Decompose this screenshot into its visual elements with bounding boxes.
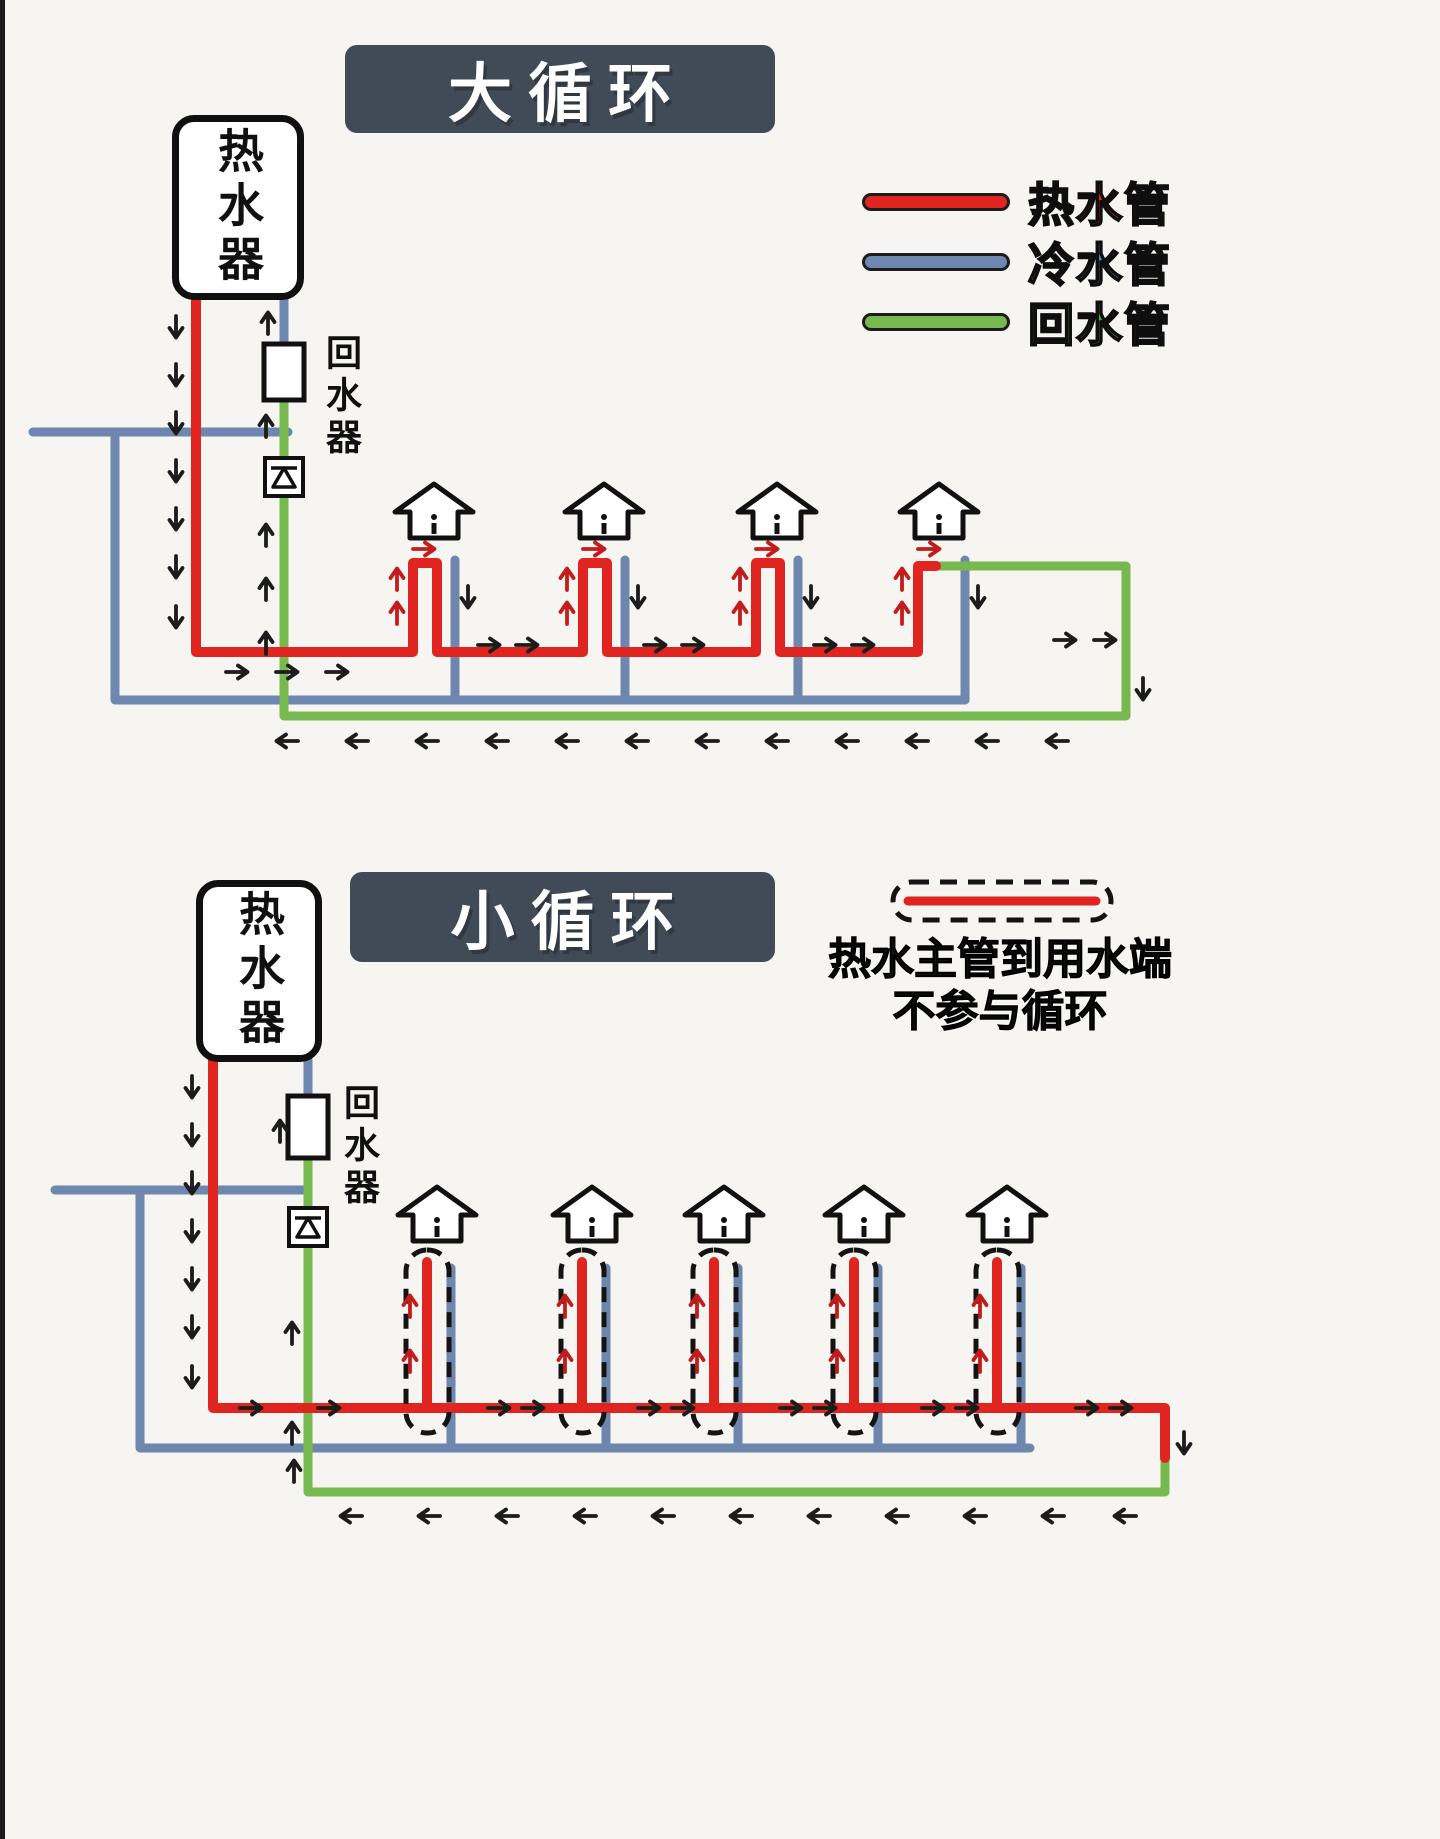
note-line-1: 热水主管到用水端 xyxy=(828,934,1173,985)
faucet-icon xyxy=(395,484,473,538)
note-line-2: 不参与循环 xyxy=(892,987,1108,1038)
return-water-device-bottom xyxy=(285,1093,331,1161)
non-circulating-branch-outlines xyxy=(403,1247,1022,1436)
flow-arrows-bottom xyxy=(183,1074,1193,1525)
legend: 热水管 冷水管 回水管 xyxy=(862,177,1172,353)
cold-pipe-swatch-icon xyxy=(862,253,1010,271)
flow-arrows-bottom-hot xyxy=(401,1293,989,1374)
faucet-icons-top xyxy=(395,484,978,538)
return-water-pipe-bottom xyxy=(303,1153,1170,1497)
return-water-device-top xyxy=(261,341,307,403)
legend-item-cold: 冷水管 xyxy=(862,237,1172,293)
faucet-icon xyxy=(685,1187,763,1241)
water-heater-bottom: 热水器 xyxy=(196,880,322,1062)
title-small-circulation: 小循环 xyxy=(350,872,775,962)
flow-arrows-top xyxy=(167,310,1152,750)
faucet-icon xyxy=(968,1187,1046,1241)
faucet-icon xyxy=(553,1187,631,1241)
water-heater-label-top: 热水器 xyxy=(211,126,265,289)
legend-label-hot: 热水管 xyxy=(1027,177,1172,233)
title-big-circulation: 大循环 xyxy=(345,45,775,133)
return-water-pipe-top xyxy=(279,393,1131,721)
faucet-icons-bottom xyxy=(398,1187,1046,1241)
non-circulation-note: 热水主管到用水端 不参与循环 xyxy=(770,934,1230,1039)
flow-arrows-top-hot xyxy=(388,540,942,626)
water-heater-label-bottom: 热水器 xyxy=(232,890,286,1052)
return-device-label-top: 回水器 xyxy=(320,334,361,460)
return-device-label-bottom: 回水器 xyxy=(338,1084,379,1210)
hot-water-pipe-top xyxy=(191,290,941,657)
legend-label-return: 回水管 xyxy=(1027,297,1172,353)
faucet-icon xyxy=(398,1187,476,1241)
cold-water-pipe-top xyxy=(28,290,970,705)
faucet-icon xyxy=(900,484,978,538)
check-valve-icon-top xyxy=(263,456,305,498)
dashed-loop-legend xyxy=(890,879,1114,923)
water-heater-top: 热水器 xyxy=(172,115,304,300)
legend-item-return: 回水管 xyxy=(862,297,1172,353)
legend-item-hot: 热水管 xyxy=(862,177,1172,233)
check-valve-icon-bottom xyxy=(287,1206,329,1248)
page-left-edge xyxy=(0,0,5,1839)
faucet-icon xyxy=(738,484,816,538)
hot-pipe-swatch-icon xyxy=(862,193,1010,211)
faucet-icon xyxy=(825,1187,903,1241)
legend-label-cold: 冷水管 xyxy=(1027,237,1172,293)
faucet-icon xyxy=(565,484,643,538)
return-pipe-swatch-icon xyxy=(862,313,1010,331)
cold-water-pipe-bottom xyxy=(50,1055,1035,1453)
